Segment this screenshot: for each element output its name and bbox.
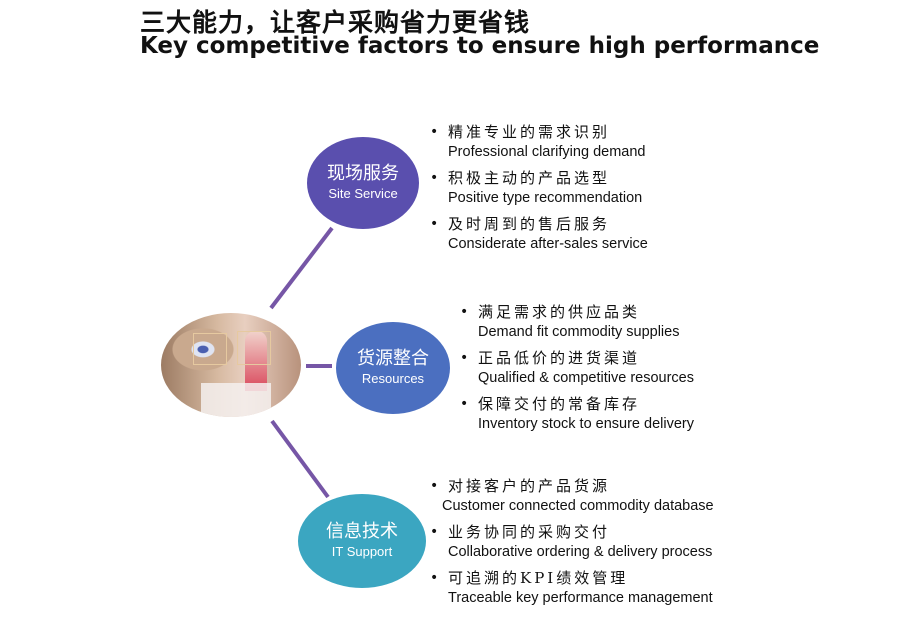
node-resources: 货源整合 Resources: [336, 322, 450, 414]
node-label-cn: 信息技术: [326, 521, 398, 542]
item-en: Professional clarifying demand: [448, 144, 646, 160]
item-cn: 对接客户的产品货源: [448, 477, 611, 495]
connector-site-service: [269, 226, 334, 310]
title-chinese: 三大能力，让客户采购省力更省钱: [140, 8, 531, 37]
bullet: •: [430, 124, 439, 140]
list-item: • 及时周到的售后服务 Considerate after-sales servic…: [430, 214, 648, 254]
node-label-en: Resources: [361, 371, 425, 386]
node-label-cn: 货源整合: [357, 348, 429, 369]
list-item: • 可追溯的KPI绩效管理 Traceable key performance ma…: [430, 568, 714, 608]
node-site-service: 现场服务 Site Service: [307, 137, 419, 229]
it-support-list: • 对接客户的产品货源 Customer connected commodity d…: [430, 476, 714, 614]
node-it-support: 信息技术 IT Support: [298, 494, 426, 588]
item-cn: 满足需求的供应品类: [478, 303, 641, 321]
list-item: • 积极主动的产品选型 Positive type recommendation: [430, 168, 648, 208]
item-cn: 正品低价的进货渠道: [478, 349, 641, 367]
item-en: Traceable key performance management: [448, 590, 713, 606]
list-item: • 保障交付的常备库存 Inventory stock to ensure deli…: [460, 394, 694, 434]
bullet: •: [430, 216, 439, 232]
item-en: Collaborative ordering & delivery proces…: [448, 544, 713, 560]
node-label-cn: 现场服务: [327, 163, 399, 184]
bullet: •: [460, 350, 469, 366]
bullet: •: [430, 478, 439, 494]
site-service-list: • 精准专业的需求识别 Professional clarifying demand…: [430, 122, 648, 260]
list-item: • 对接客户的产品货源 Customer connected commodity d…: [430, 476, 714, 516]
item-en: Inventory stock to ensure delivery: [478, 416, 694, 432]
title-english: Key competitive factors to ensure high p…: [140, 33, 820, 59]
list-item: • 满足需求的供应品类 Demand fit commodity supplies: [460, 302, 694, 342]
list-item: • 正品低价的进货渠道 Qualified & competitive resour…: [460, 348, 694, 388]
node-label-en: Site Service: [328, 186, 398, 201]
item-en: Qualified & competitive resources: [478, 370, 694, 386]
bullet: •: [460, 396, 469, 412]
item-cn: 保障交付的常备库存: [478, 395, 641, 413]
item-cn: 可追溯的KPI绩效管理: [448, 569, 629, 587]
item-cn: 业务协同的采购交付: [448, 523, 611, 541]
bullet: •: [430, 570, 439, 586]
item-cn: 积极主动的产品选型: [448, 169, 611, 187]
list-item: • 业务协同的采购交付 Collaborative ordering & deliv…: [430, 522, 714, 562]
item-en: Considerate after-sales service: [448, 236, 648, 252]
bullet: •: [430, 524, 439, 540]
item-cn: 精准专业的需求识别: [448, 123, 611, 141]
connector-it-support: [270, 419, 330, 499]
bullet: •: [460, 304, 469, 320]
bullet: •: [430, 170, 439, 186]
item-cn: 及时周到的售后服务: [448, 215, 611, 233]
item-en: Positive type recommendation: [448, 190, 643, 206]
list-item: • 精准专业的需求识别 Professional clarifying demand: [430, 122, 648, 162]
node-label-en: IT Support: [331, 544, 393, 559]
eye-scan-photo: [161, 313, 301, 417]
item-en: Demand fit commodity supplies: [478, 324, 680, 340]
item-en: Customer connected commodity database: [442, 498, 714, 514]
